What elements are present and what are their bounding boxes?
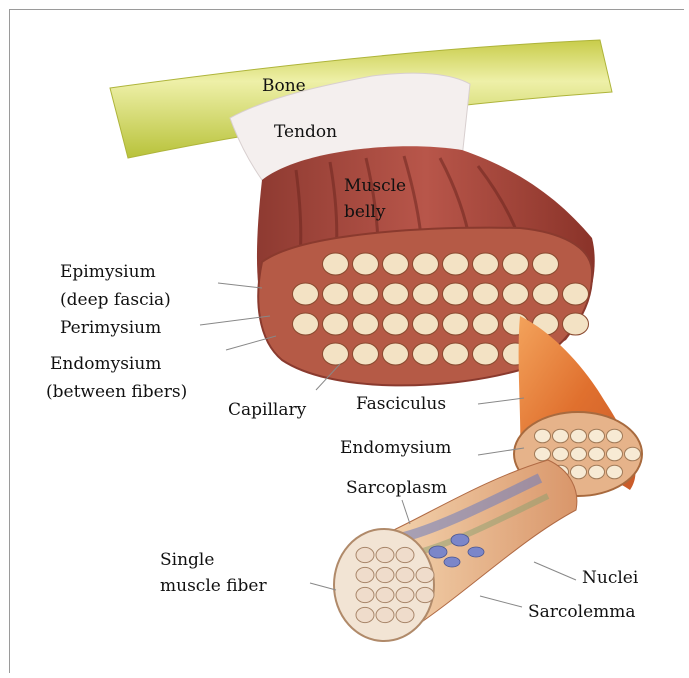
fascicle <box>383 313 409 335</box>
fasciculus-fiber <box>607 465 623 479</box>
fascicle <box>473 253 499 275</box>
fascicle <box>563 313 589 335</box>
fascicle <box>383 253 409 275</box>
fascicle <box>503 253 529 275</box>
fascicle <box>503 283 529 305</box>
fascicle <box>323 283 349 305</box>
fascicle <box>353 313 379 335</box>
myofibril <box>396 547 414 562</box>
fasciculus-fiber <box>589 447 605 461</box>
fascicle <box>443 343 469 365</box>
fascicle <box>293 313 319 335</box>
fasciculus-fiber <box>607 447 623 461</box>
label-capillary: Capillary <box>228 400 306 420</box>
label-single-fiber-line1: Single <box>160 550 214 570</box>
fascicle <box>323 253 349 275</box>
fascicle <box>293 283 319 305</box>
label-fasciculus: Fasciculus <box>356 394 446 414</box>
label-perimysium: Perimysium <box>60 318 161 338</box>
fascicle <box>443 313 469 335</box>
fasciculus-fiber <box>589 465 605 479</box>
myofibril <box>396 587 414 602</box>
myofibril <box>376 547 394 562</box>
fasciculus-fiber <box>571 465 587 479</box>
fascicle <box>383 283 409 305</box>
label-nuclei: Nuclei <box>582 568 638 588</box>
fascicle <box>413 283 439 305</box>
fascicle <box>353 343 379 365</box>
myofibril <box>376 607 394 622</box>
fascicle <box>383 343 409 365</box>
myofibril <box>356 567 374 582</box>
label-endomysium-left-line2: (between fibers) <box>46 382 187 402</box>
myofibril <box>396 567 414 582</box>
myofibril <box>356 587 374 602</box>
fasciculus-fiber <box>553 429 569 443</box>
myofibril <box>356 547 374 562</box>
fascicle <box>533 253 559 275</box>
label-endomysium-right: Endomysium <box>340 438 451 458</box>
label-tendon: Tendon <box>274 122 337 142</box>
fascicle <box>443 283 469 305</box>
fascicle <box>323 343 349 365</box>
fascicle <box>413 343 439 365</box>
label-sarcoplasm: Sarcoplasm <box>346 478 447 498</box>
fascicle <box>323 313 349 335</box>
fiber-cross-section <box>334 529 434 641</box>
fascicle <box>473 313 499 335</box>
myofibril <box>396 607 414 622</box>
fascicle <box>473 283 499 305</box>
fascicle <box>413 253 439 275</box>
label-bone: Bone <box>262 76 306 96</box>
fascicle <box>353 283 379 305</box>
myofibril <box>376 567 394 582</box>
label-single-fiber-line2: muscle fiber <box>160 576 267 596</box>
fasciculus-fiber <box>535 429 551 443</box>
fascicle <box>533 283 559 305</box>
fascicle <box>353 253 379 275</box>
fascicle <box>473 343 499 365</box>
fascicle <box>413 313 439 335</box>
myofibril <box>416 587 434 602</box>
fasciculus-fiber <box>589 429 605 443</box>
fascicle <box>443 253 469 275</box>
fasciculus-fiber <box>625 447 641 461</box>
fasciculus-fiber <box>571 447 587 461</box>
fasciculus-fiber <box>607 429 623 443</box>
myofibril <box>376 587 394 602</box>
label-epimysium-line1: Epimysium <box>60 262 156 282</box>
label-sarcolemma: Sarcolemma <box>528 602 636 622</box>
fasciculus-fiber <box>553 447 569 461</box>
myofibril <box>416 567 434 582</box>
fascicle <box>563 283 589 305</box>
label-muscle-belly-line2: belly <box>344 202 385 222</box>
label-endomysium-left-line1: Endomysium <box>50 354 161 374</box>
fasciculus-fiber <box>535 447 551 461</box>
myofibril <box>356 607 374 622</box>
fasciculus-fiber <box>571 429 587 443</box>
label-epimysium-line2: (deep fascia) <box>60 290 171 310</box>
label-muscle-belly-line1: Muscle <box>344 176 406 196</box>
